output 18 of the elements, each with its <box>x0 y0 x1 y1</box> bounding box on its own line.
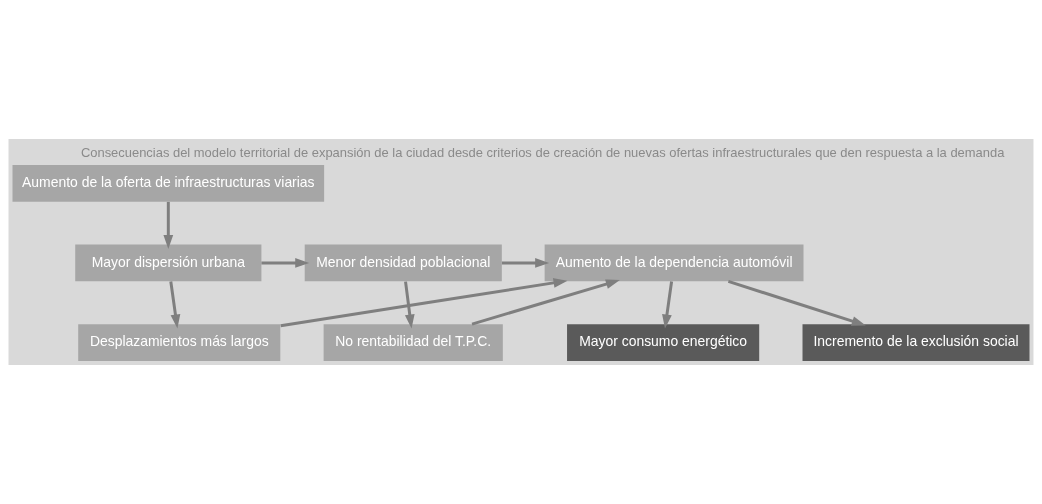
arrow <box>471 279 620 326</box>
arrow <box>169 281 181 329</box>
node-box: Mayor consumo energético <box>567 324 760 361</box>
arrow <box>501 258 550 268</box>
diagram-title: Consecuencias del modelo territorial de expansión de la ciudad desde criterios de creación de nuevas ofertas infraestructurales que den respuesta a la demanda <box>80 145 1005 161</box>
node-box: Desplazamientos más largos <box>78 324 281 361</box>
node-box: No rentabilidad del T.P.C. <box>323 324 503 361</box>
arrow <box>727 279 866 326</box>
node-box: Aumento de la dependencia automóvil <box>544 244 804 282</box>
node-box: Incremento de la exclusión social <box>802 324 1030 361</box>
node-box: Aumento de la oferta de infraestructuras viarias <box>12 164 325 202</box>
arrow <box>280 278 568 328</box>
node-box: Mayor dispersión urbana <box>75 244 262 282</box>
node-box: Menor densidad poblacional <box>304 244 502 282</box>
arrow <box>261 258 310 268</box>
arrow <box>404 281 415 329</box>
arrow <box>163 201 174 249</box>
arrow <box>662 281 674 329</box>
